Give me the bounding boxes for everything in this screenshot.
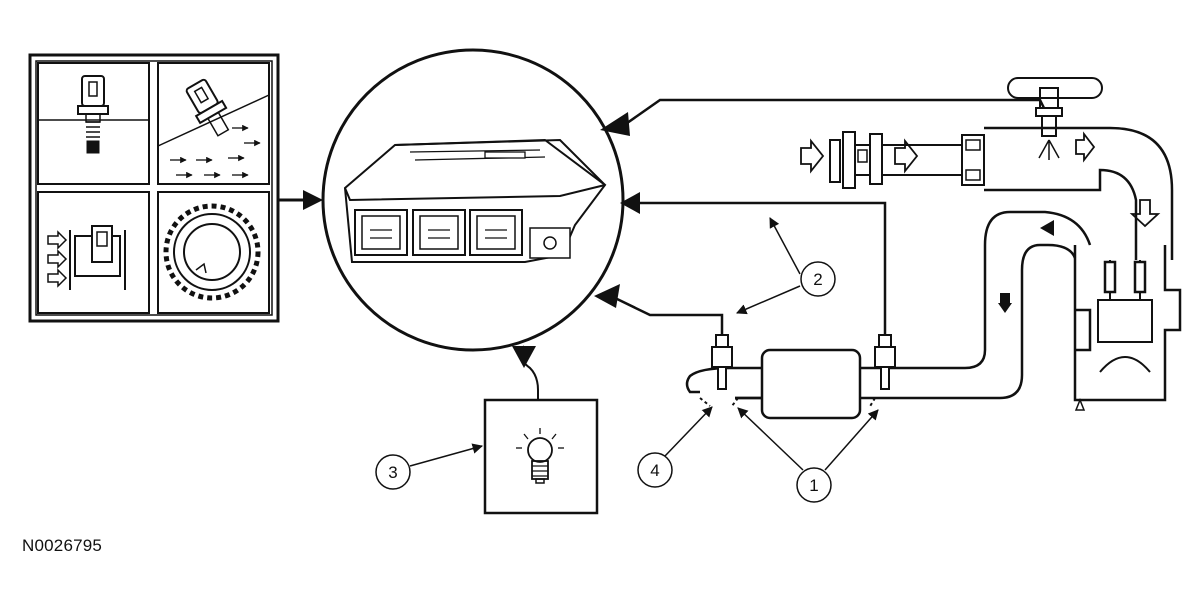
engine-cylinder-icon [1073,245,1182,411]
figure-id: N0026795 [22,536,103,555]
reluctor-ring-icon [157,191,270,314]
indicator-lamp-icon [483,398,599,515]
callout-2-label: 2 [813,270,822,289]
airflow-sensor-icon [157,62,270,185]
sensor-on-plate-icon [37,62,150,185]
callout-leaders [409,217,879,471]
callout-1: 1 [796,467,832,503]
callout-3: 3 [375,454,411,490]
callout-4: 4 [637,452,673,488]
pcm-to-lamp-arrow [512,345,539,400]
throttle-body-icon [800,126,1174,260]
signal-lines [614,98,1047,335]
sensor-input-panel [28,53,280,323]
sensor-tips [699,397,876,409]
callout-4-label: 4 [650,461,659,480]
catalytic-converter-icon [735,348,890,420]
callout-2: 2 [800,261,836,297]
mass-air-flow-meter-icon [37,191,150,314]
pcm-module-icon [321,48,625,352]
callout-1-label: 1 [809,476,818,495]
signal-arrowheads [594,112,640,308]
oxygen-sensor-icon [711,334,896,390]
callout-3-label: 3 [388,463,397,482]
exhaust-pipe [685,210,1092,400]
sensor-to-pcm-arrow [278,190,323,210]
fuel-injector-icon [1007,77,1103,160]
